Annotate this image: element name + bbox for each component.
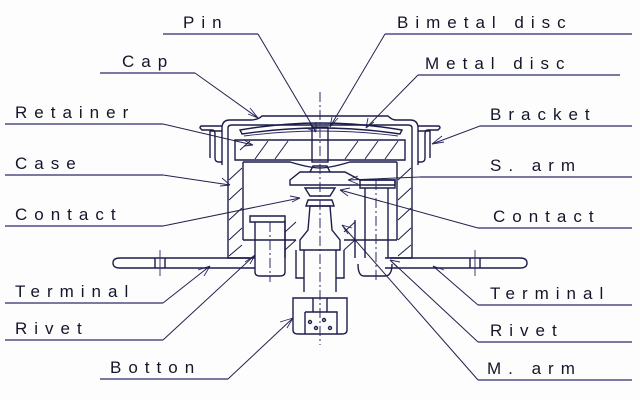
case-leader xyxy=(162,174,231,186)
label-case: Case xyxy=(15,154,83,173)
label-botton: Botton xyxy=(110,358,202,377)
label-contact-left: Contact xyxy=(15,205,123,224)
terminal-left xyxy=(112,257,255,269)
label-underlines xyxy=(5,33,632,381)
label-contact-right: Contact xyxy=(493,207,601,226)
bimetal-disc xyxy=(238,122,404,135)
label-cap: Cap xyxy=(122,52,175,71)
terminal-right xyxy=(385,257,528,269)
label-s-arm: S. arm xyxy=(490,156,583,175)
contact-left-leader xyxy=(162,197,301,227)
label-metal-disc: Metal disc xyxy=(425,54,572,73)
metal-disc-leader xyxy=(365,74,419,129)
label-terminal-right: Terminal xyxy=(490,284,611,303)
label-pin: Pin xyxy=(183,13,229,32)
pin xyxy=(311,126,329,163)
thermostat-body xyxy=(112,92,528,345)
label-rivet-right: Rivet xyxy=(490,321,564,340)
terminal-left-leader xyxy=(162,265,211,304)
metal-disc xyxy=(243,130,399,137)
rivet-left-leader xyxy=(162,254,256,341)
case-left-wall xyxy=(227,165,250,259)
leader-lines xyxy=(162,33,481,381)
bracket-leader xyxy=(431,125,481,145)
m-arm xyxy=(299,205,341,251)
rivet-right-leader xyxy=(389,259,479,343)
contact-lower xyxy=(305,199,335,207)
contact-upper xyxy=(303,187,337,197)
label-terminal-left: Terminal xyxy=(15,282,136,301)
bimetal-disc-leader xyxy=(329,33,386,128)
botton xyxy=(292,297,348,335)
retainer-leader xyxy=(162,123,254,146)
terminal-right-leader xyxy=(432,265,479,306)
label-bimetal-disc: Bimetal disc xyxy=(397,13,573,32)
case-right-wall xyxy=(390,165,413,259)
cap-leader xyxy=(194,72,259,119)
cap xyxy=(221,115,419,165)
m-arm-leader xyxy=(341,224,479,381)
botton-leader xyxy=(227,317,294,380)
rivet-left-head xyxy=(249,215,286,223)
label-rivet-left: Rivet xyxy=(15,319,89,338)
label-bracket: Bracket xyxy=(490,105,597,124)
rivet-right-base xyxy=(357,263,393,277)
contact-right-leader xyxy=(339,189,479,229)
retainer xyxy=(234,139,406,161)
label-retainer: Retainer xyxy=(15,103,136,122)
label-m-arm: M. arm xyxy=(487,359,582,378)
pin-leader xyxy=(257,33,317,133)
